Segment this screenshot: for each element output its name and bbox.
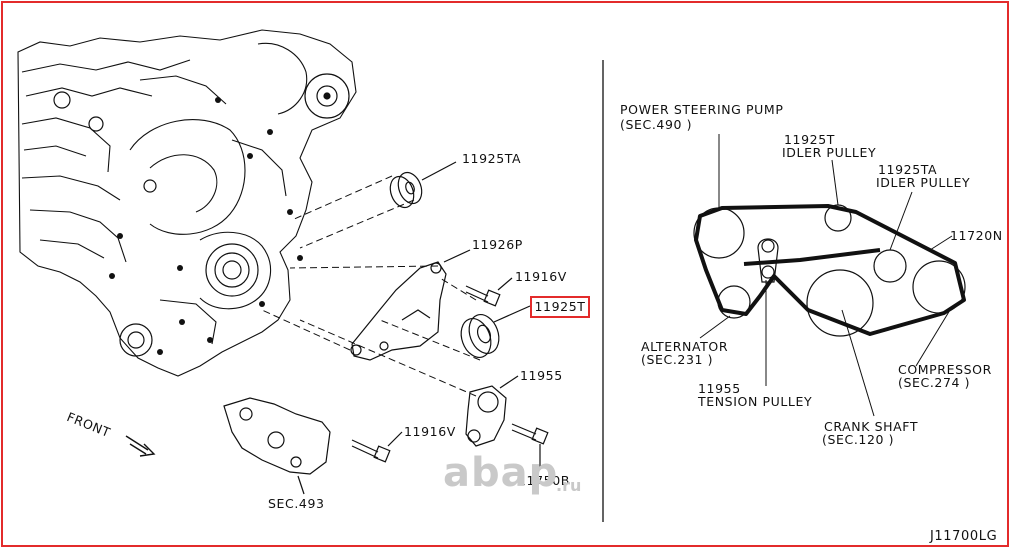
watermark-logo: abap (443, 450, 559, 496)
tension-pulley-label: TENSION PULLEY (698, 394, 813, 409)
idler-11925t-name: IDLER PULLEY (782, 145, 877, 160)
alternator-sec: (SEC.231 ) (641, 352, 714, 367)
crank-shaft-label: CRANK SHAFT (824, 419, 919, 434)
belt-leader-lines (699, 134, 953, 417)
label-11916v-bottom: 11916V (404, 424, 456, 439)
idler-pulley-11925ta-circle (873, 249, 907, 283)
drive-belt-11720n (694, 204, 966, 336)
tension-pulley-code: 11955 (698, 381, 741, 396)
compressor-label: COMPRESSOR (898, 362, 992, 377)
belt-11720n-label: 11720N (950, 228, 1003, 243)
alternator-label: ALTERNATOR (641, 339, 729, 354)
label-11955: 11955 (520, 368, 563, 383)
engine-bolts (109, 97, 303, 355)
idler-11925t-code: 11925T (784, 132, 835, 147)
bolt-11916v-bottom-part (351, 431, 403, 463)
label-11925t-highlighted[interactable]: 11925T (530, 296, 590, 318)
engine-pulleys (53, 73, 350, 357)
bolt-11916v-top-part (465, 277, 513, 307)
crank-shaft-sec: (SEC.120 ) (822, 432, 895, 447)
dashed-leaders (261, 175, 481, 397)
compressor-sec: (SEC.274 ) (898, 375, 971, 390)
idler-pulley-11925t-part (460, 305, 531, 358)
power-steering-pump-label: POWER STEERING PUMP (620, 102, 784, 117)
bracket-sec493-part (223, 397, 331, 495)
bracket-11926p-part (350, 249, 471, 361)
label-11925ta: 11925TA (462, 151, 522, 166)
bolt-11750b-part (511, 423, 549, 470)
idler-11925ta-name: IDLER PULLEY (876, 175, 971, 190)
label-11750b: 11750B (518, 473, 570, 488)
crank-shaft-pulley (806, 269, 874, 337)
idler-pulley-11925ta-part (389, 161, 457, 209)
engine-block (17, 29, 357, 377)
label-sec493: SEC.493 (268, 496, 325, 511)
label-11926p: 11926P (472, 237, 523, 252)
diagram-id: J11700LG (930, 529, 998, 544)
tensioner-11955-part (465, 375, 519, 447)
front-arrow-icon (125, 435, 156, 457)
label-11916v-top: 11916V (515, 269, 567, 284)
idler-11925ta-code: 11925TA (878, 162, 938, 177)
power-steering-pump-sec: (SEC.490 ) (620, 117, 693, 132)
watermark-suffix: .ru (556, 476, 582, 495)
